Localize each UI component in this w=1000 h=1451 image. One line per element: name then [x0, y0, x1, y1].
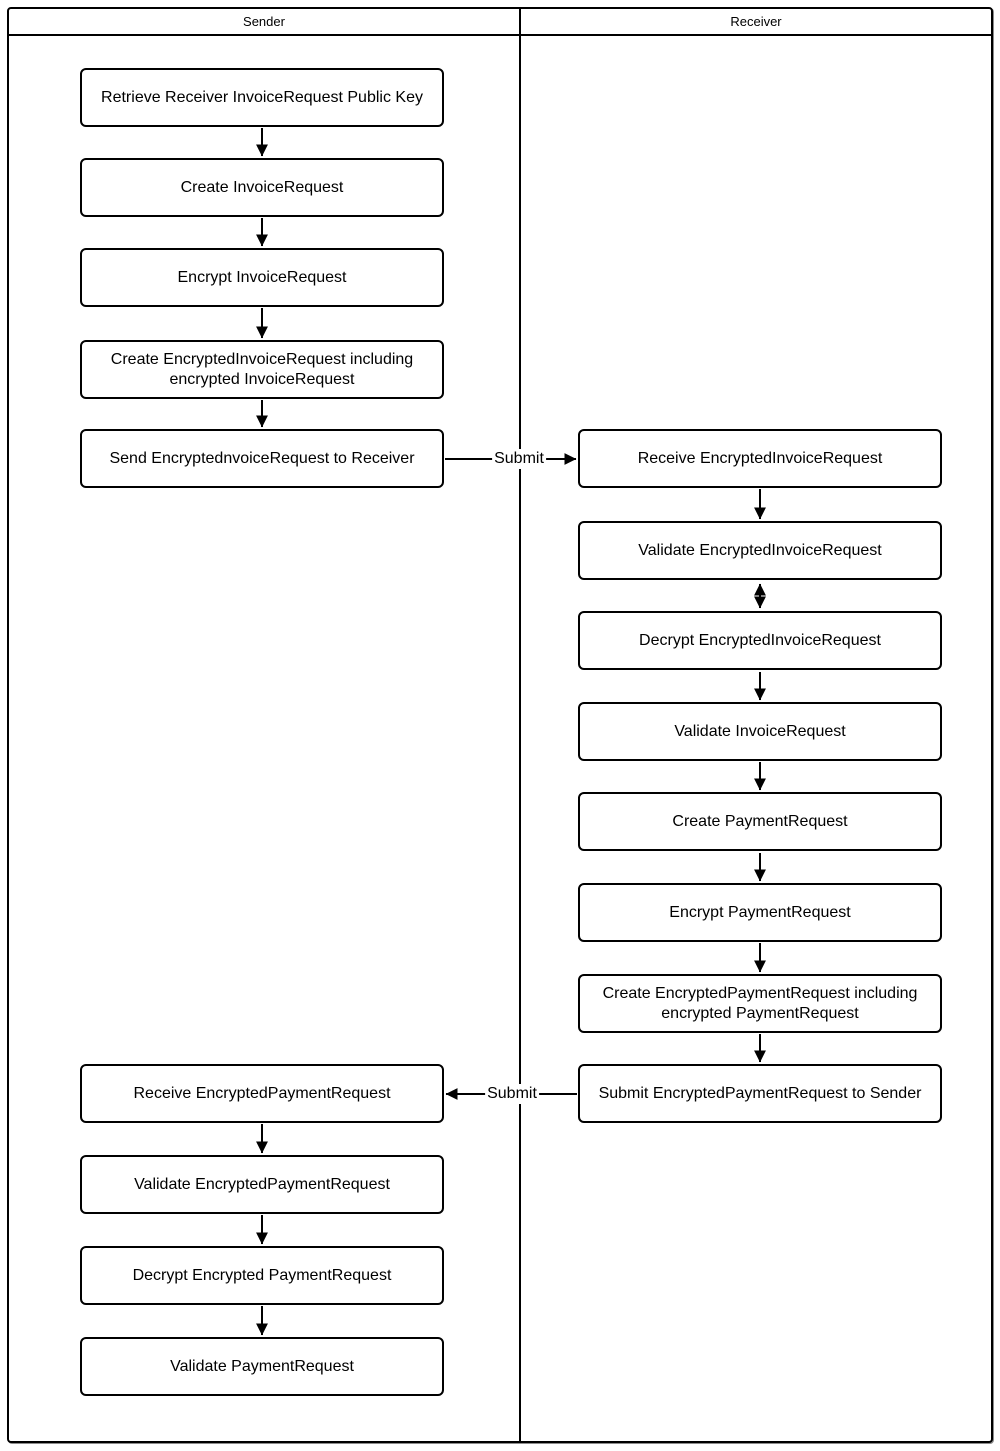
node-decrypt-encrypted-paymentrequest: Decrypt Encrypted PaymentRequest	[80, 1246, 444, 1305]
lane-header-sender: Sender	[243, 14, 285, 29]
node-encrypt-paymentrequest: Encrypt PaymentRequest	[578, 883, 942, 942]
node-receive-encryptedpaymentrequest: Receive EncryptedPaymentRequest	[80, 1064, 444, 1123]
node-create-encryptedpaymentrequest: Create EncryptedPaymentRequest including…	[578, 974, 942, 1033]
node-submit-encryptedpaymentrequest: Submit EncryptedPaymentRequest to Sender	[578, 1064, 942, 1123]
lane-divider	[519, 7, 521, 1443]
node-send-encryptedinvoicerequest: Send EncryptednvoiceRequest to Receiver	[80, 429, 444, 488]
node-create-encryptedinvoicerequest: Create EncryptedInvoiceRequest including…	[80, 340, 444, 399]
node-validate-paymentrequest: Validate PaymentRequest	[80, 1337, 444, 1396]
node-validate-encryptedinvoicerequest: Validate EncryptedInvoiceRequest	[578, 521, 942, 580]
node-validate-encryptedpaymentrequest: Validate EncryptedPaymentRequest	[80, 1155, 444, 1214]
node-create-paymentrequest: Create PaymentRequest	[578, 792, 942, 851]
edge-label-submit-paymentrequest: Submit	[485, 1084, 539, 1104]
edge-label-submit-invoicerequest: Submit	[492, 449, 546, 469]
node-retrieve-receiver-invoicerequest-public-key: Retrieve Receiver InvoiceRequest Public …	[80, 68, 444, 127]
lane-header-separator	[7, 34, 993, 36]
node-validate-invoicerequest: Validate InvoiceRequest	[578, 702, 942, 761]
lane-header-receiver: Receiver	[730, 14, 782, 29]
node-encrypt-invoicerequest: Encrypt InvoiceRequest	[80, 248, 444, 307]
node-receive-encryptedinvoicerequest: Receive EncryptedInvoiceRequest	[578, 429, 942, 488]
node-create-invoicerequest: Create InvoiceRequest	[80, 158, 444, 217]
node-decrypt-encryptedinvoicerequest: Decrypt EncryptedInvoiceRequest	[578, 611, 942, 670]
